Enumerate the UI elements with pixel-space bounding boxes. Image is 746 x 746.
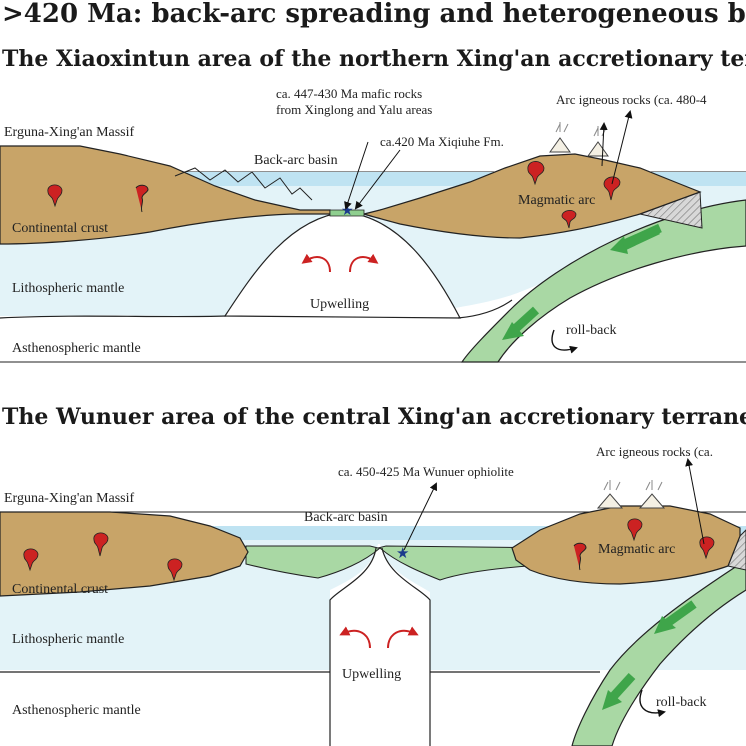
main-title: >420 Ma: back-arc spreading and heteroge… <box>2 0 746 29</box>
magma-blob-icon <box>627 518 643 542</box>
top-crust-label: Continental crust <box>12 221 108 236</box>
bottom-ophiolite-label: ca. 450-425 Ma Wunuer ophiolite <box>338 464 514 479</box>
magma-blob-icon <box>167 558 183 582</box>
bottom-magmatic-arc-label: Magmatic arc <box>598 542 675 557</box>
magma-blob-icon <box>573 542 587 571</box>
top-continental-crust-left <box>0 145 331 245</box>
top-mafic-label-1: ca. 447-430 Ma mafic rocks <box>276 86 422 101</box>
magma-blob-icon <box>561 210 577 229</box>
top-magmatic-arc-label: Magmatic arc <box>518 193 595 208</box>
bottom-asthenosphere <box>0 672 330 746</box>
bottom-continental-crust-left <box>0 511 249 597</box>
magma-blob-icon <box>603 176 621 201</box>
bottom-continental-crust-right <box>511 505 741 585</box>
bottom-rollback-label: roll-back <box>656 695 707 710</box>
bottom-panel: ★ Arc igneous rocks (ca. ca. 450-425 Ma … <box>0 444 746 746</box>
top-continental-crust-right <box>361 153 702 239</box>
top-lithospheric-label: Lithospheric mantle <box>12 281 124 296</box>
magma-blob-icon <box>23 548 39 572</box>
magma-blob-icon <box>527 161 545 186</box>
bottom-massif-label: Erguna-Xing'an Massif <box>4 491 135 506</box>
bottom-panel-title: The Wunuer area of the central Xing'an a… <box>2 404 746 430</box>
top-panel: ★ Erguna-Xing'an Massif ca. 447-430 Ma m… <box>0 86 746 363</box>
top-panel-title: The Xiaoxintun area of the northern Xing… <box>2 46 746 72</box>
top-rollback-label: roll-back <box>566 323 617 338</box>
bottom-crust-label: Continental crust <box>12 582 108 597</box>
top-mafic-label-2: from Xinglong and Yalu areas <box>276 102 432 117</box>
bottom-arc-igneous-label: Arc igneous rocks (ca. <box>596 444 713 459</box>
bottom-asthenospheric-label: Asthenospheric mantle <box>12 703 141 718</box>
bottom-upwelling-channel <box>330 544 430 746</box>
top-asthenospheric-label: Asthenospheric mantle <box>12 341 141 356</box>
bottom-backarc-label: Back-arc basin <box>304 510 388 525</box>
top-xiqiuhe-label: ca.420 Ma Xiqiuhe Fm. <box>380 134 504 149</box>
top-massif-label: Erguna-Xing'an Massif <box>4 125 135 140</box>
magma-blob-icon <box>93 532 109 557</box>
bottom-upwelling-label: Upwelling <box>342 667 401 682</box>
top-arc-igneous-label: Arc igneous rocks (ca. 480-4 <box>556 92 707 107</box>
bottom-lithospheric-label: Lithospheric mantle <box>12 632 124 647</box>
magma-blob-icon <box>47 184 63 208</box>
top-asthenosphere <box>0 214 746 362</box>
top-upwelling-label: Upwelling <box>310 297 369 312</box>
magma-blob-icon <box>135 184 149 213</box>
top-backarc-label: Back-arc basin <box>254 153 338 168</box>
star-icon: ★ <box>396 544 409 562</box>
